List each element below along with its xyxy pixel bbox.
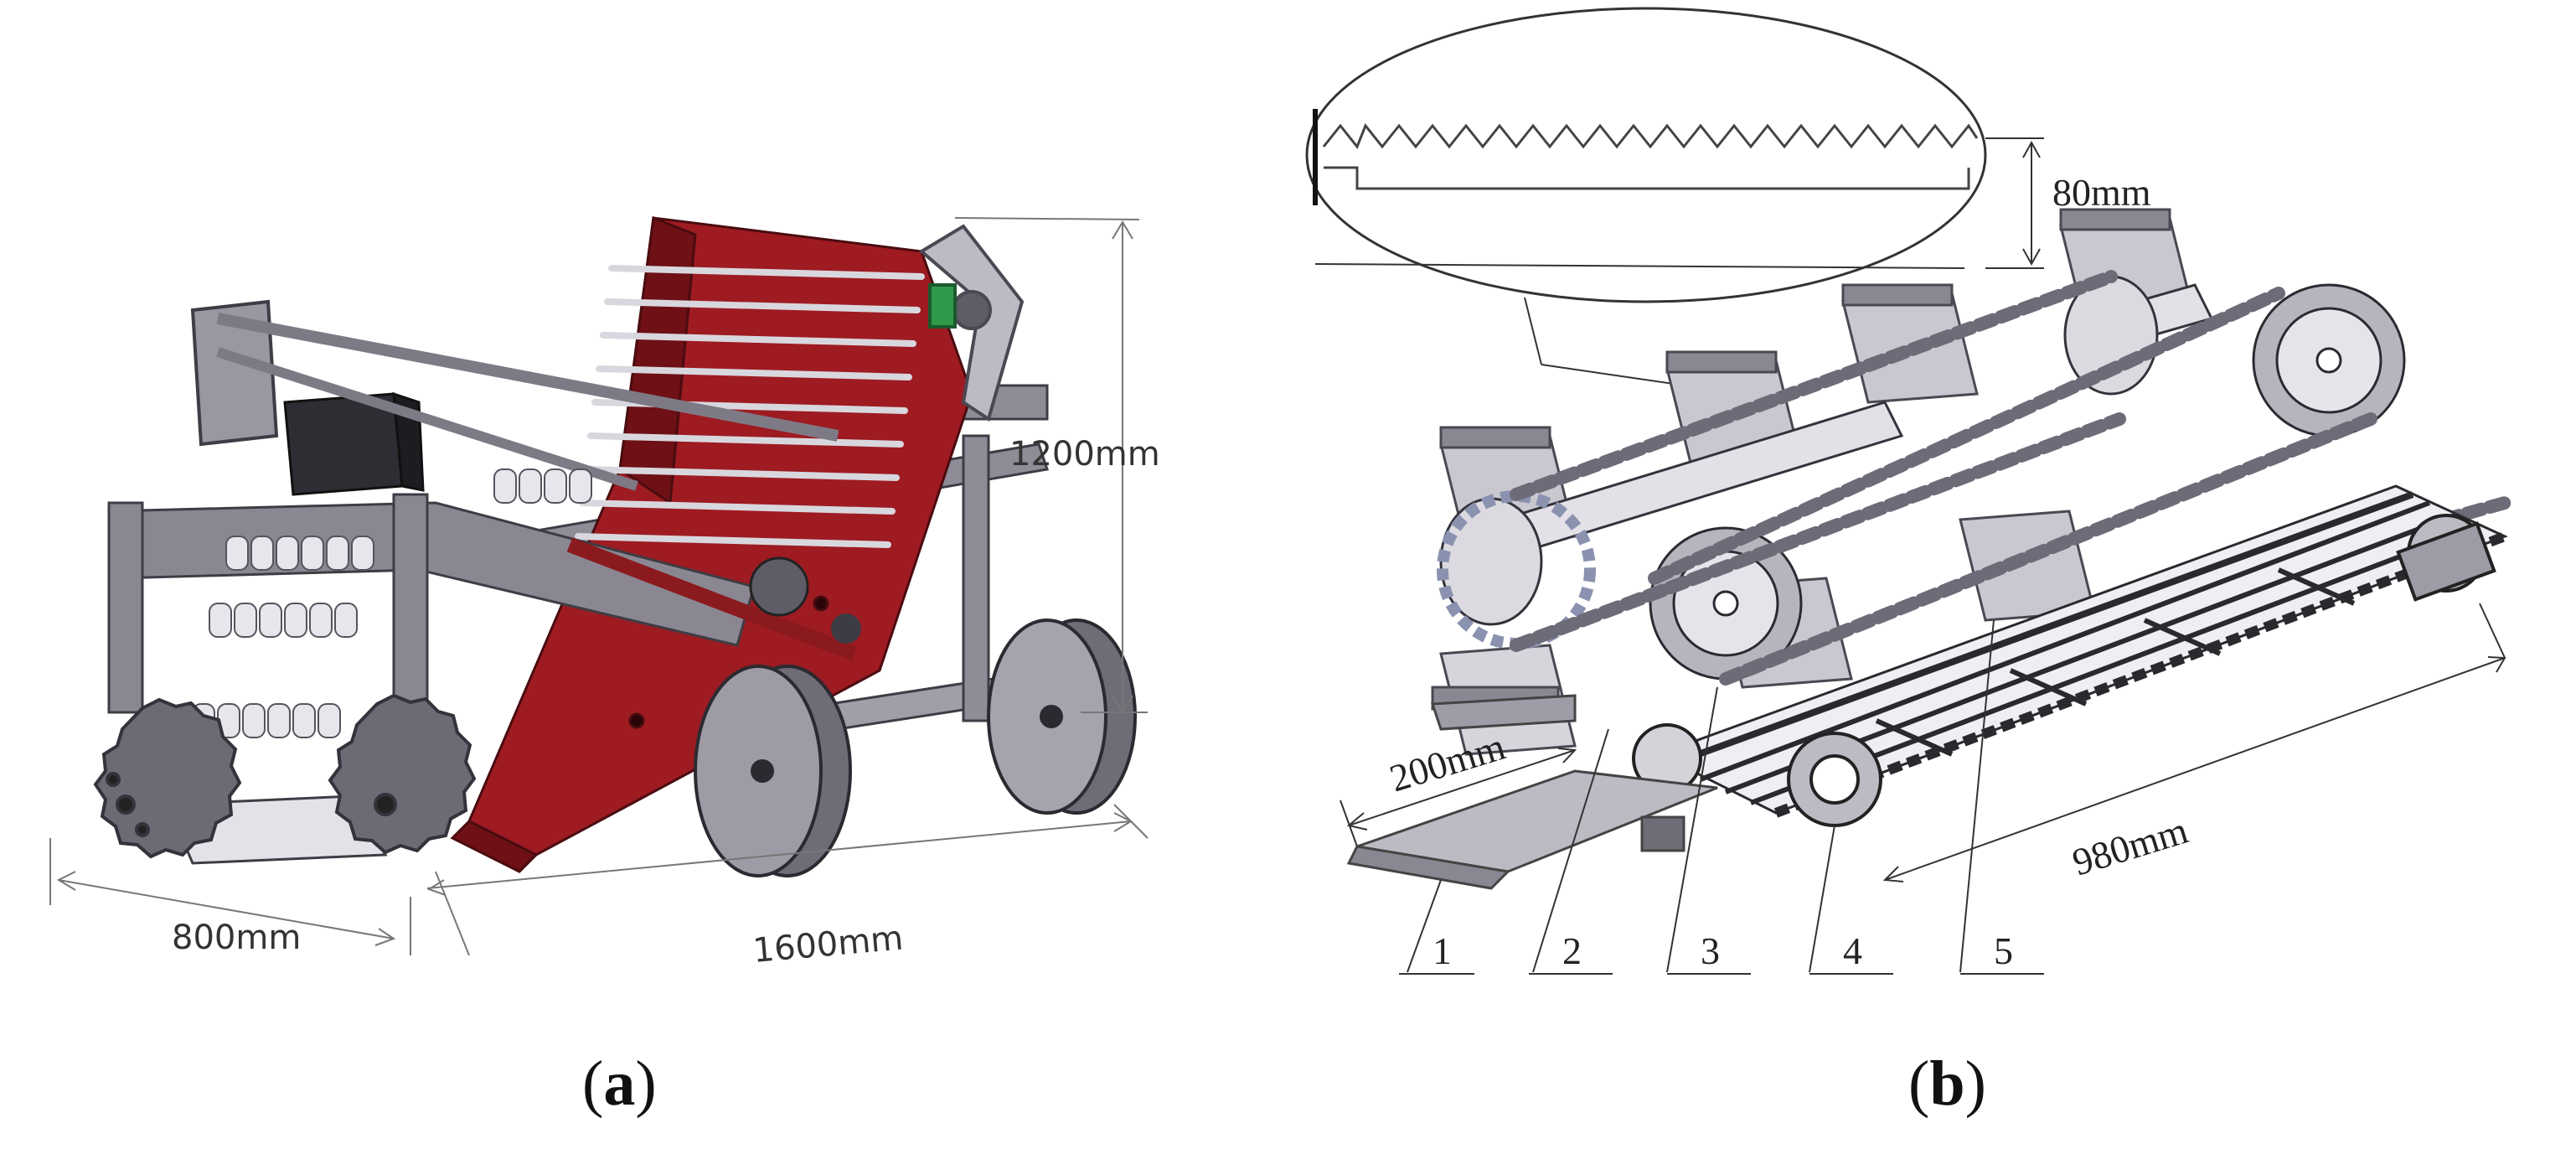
rod-conveyor-belt bbox=[1655, 484, 2508, 818]
caption-a-close: ) bbox=[635, 1048, 656, 1119]
dimension-length-label: 1600mm bbox=[751, 919, 905, 970]
digging-shovel bbox=[1346, 694, 1718, 890]
part-label-2: 2 bbox=[1562, 929, 1582, 972]
harvester-wheels bbox=[694, 618, 1137, 877]
elevator-side-rail bbox=[918, 224, 1025, 422]
dimension-conveyor-length-label: 980mm bbox=[2068, 809, 2193, 884]
disc-coulters bbox=[93, 693, 477, 859]
drive-shafts bbox=[1439, 275, 2214, 626]
panel-a-illustration: 800mm 1600mm 1200mm bbox=[49, 215, 1160, 970]
dimension-height-label: 1200mm bbox=[1009, 435, 1160, 474]
tooth-profile-callout bbox=[1305, 7, 2044, 395]
caption-a-open: ( bbox=[582, 1048, 603, 1119]
dimension-tooth-height-label: 80mm bbox=[2052, 171, 2151, 214]
caption-b-letter: b bbox=[1929, 1048, 1964, 1119]
drive-shaft bbox=[566, 537, 861, 661]
dimension-shovel-width-label: 200mm bbox=[1385, 725, 1510, 800]
part-label-1: 1 bbox=[1433, 929, 1452, 972]
panel-a-dimension-lines bbox=[49, 217, 1149, 956]
caption-b-open: ( bbox=[1908, 1048, 1929, 1119]
panel-b-illustration: 80mm bbox=[1305, 7, 2511, 975]
idler-rollers bbox=[1632, 514, 2496, 827]
part-label-4: 4 bbox=[1843, 929, 1862, 972]
panel-b-caption: (b) bbox=[1908, 1048, 1986, 1119]
part-leader-lines bbox=[1399, 619, 2044, 975]
panel-a-caption: (a) bbox=[582, 1048, 657, 1119]
caption-b-close: ) bbox=[1965, 1048, 1986, 1119]
panel-b-dimension-lines bbox=[1340, 603, 2506, 882]
hitch-linkage bbox=[190, 299, 839, 491]
part-label-3: 3 bbox=[1701, 929, 1720, 972]
part-label-5: 5 bbox=[1994, 929, 2013, 972]
digging-chain-fingers bbox=[192, 468, 592, 738]
dimension-width-label: 800mm bbox=[172, 919, 301, 957]
caption-a-letter: a bbox=[603, 1048, 635, 1119]
